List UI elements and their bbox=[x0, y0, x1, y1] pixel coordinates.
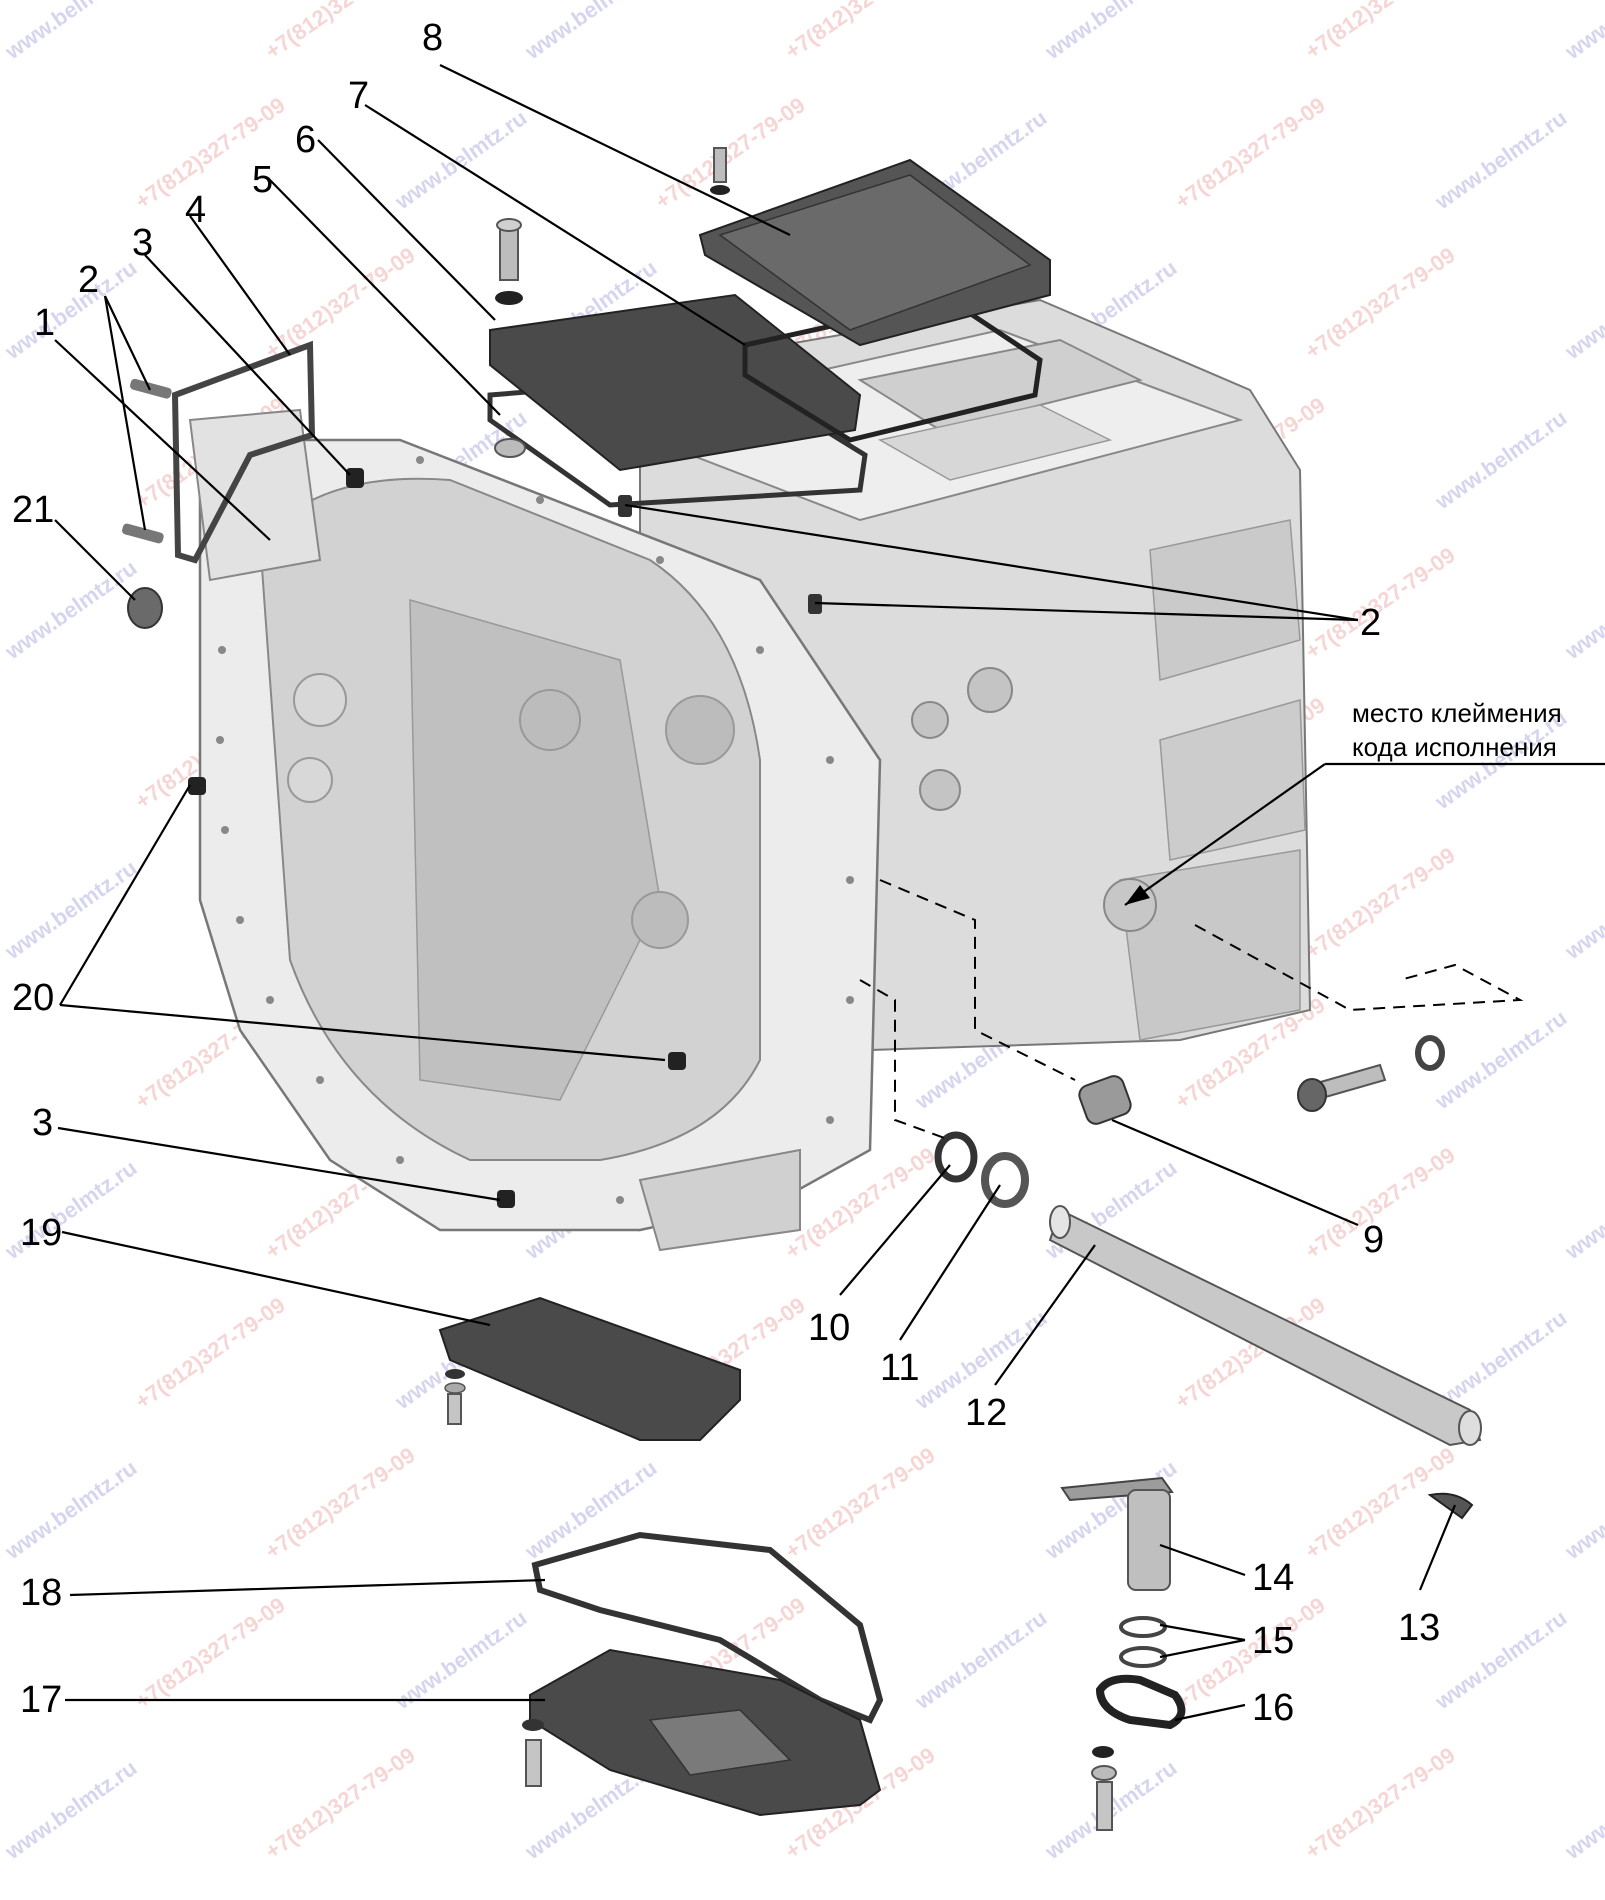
callout-16: 16 bbox=[1252, 1687, 1294, 1729]
watermark-phone: +7(812)327-79-09 bbox=[261, 1442, 420, 1564]
watermark-site: www.belmtz.ru bbox=[0, 0, 141, 65]
callout-labels: 1 2 2 3 3 4 5 6 7 8 9 10 11 12 13 14 15 … bbox=[12, 17, 1440, 1729]
plug-part-9 bbox=[1078, 1075, 1132, 1125]
watermark-site: www.belmtz.ru bbox=[1430, 405, 1572, 515]
gasket-part-16 bbox=[1095, 1674, 1186, 1730]
watermark-site: www.belmtz.ru bbox=[0, 255, 141, 365]
callout-3-top: 3 bbox=[132, 222, 153, 264]
callout-13: 13 bbox=[1398, 1607, 1440, 1649]
washer-part-11 bbox=[981, 1152, 1029, 1208]
gasket-part-4 bbox=[171, 340, 316, 564]
callout-20: 20 bbox=[12, 977, 54, 1019]
watermark-site: www.belmtz.ru bbox=[1430, 1605, 1572, 1715]
watermark-site: www.belmtz.ru bbox=[1560, 1455, 1605, 1565]
note-arrow-head bbox=[1125, 885, 1150, 905]
callout-2-left: 2 bbox=[78, 259, 99, 301]
callout-8: 8 bbox=[422, 17, 443, 59]
watermark-site: www.belmtz.ru bbox=[1560, 255, 1605, 365]
shaft-part-12 bbox=[1048, 1205, 1482, 1447]
callout-18: 18 bbox=[20, 1572, 62, 1614]
watermark-phone: +7(812)327-79-09 bbox=[781, 0, 940, 64]
watermark-phone: +7(812)327-79-09 bbox=[781, 1442, 940, 1564]
watermark-site: www.belmtz.ru bbox=[0, 1455, 141, 1565]
watermark-phone: +7(812)327-79-09 bbox=[1301, 1742, 1460, 1864]
watermark-phone: +7(812)327-79-09 bbox=[1301, 0, 1460, 64]
cover-part-19 bbox=[438, 1296, 741, 1441]
watermark-site: www.belmtz.ru bbox=[1430, 1005, 1572, 1115]
callout-12: 12 bbox=[965, 1392, 1007, 1434]
note-line-2: кода исполнения bbox=[1352, 732, 1557, 762]
bolt-part-17 bbox=[522, 1719, 544, 1787]
watermark-phone: +7(812)327-79-09 bbox=[261, 0, 420, 64]
watermark-phone: +7(812)327-79-09 bbox=[1301, 842, 1460, 964]
callout-7: 7 bbox=[348, 75, 369, 117]
callout-17: 17 bbox=[20, 1679, 62, 1721]
watermark-site: www.belmtz.ru bbox=[1040, 0, 1182, 65]
watermark-site: www.belmtz.ru bbox=[1560, 0, 1605, 65]
watermark-site: www.belmtz.ru bbox=[390, 1605, 532, 1715]
washer-part-10 bbox=[934, 1131, 978, 1183]
bolt-part-19 bbox=[444, 1369, 466, 1425]
watermark-site: www.belmtz.ru bbox=[520, 0, 662, 65]
note-line-1: место клеймения bbox=[1352, 698, 1562, 728]
bolt-part-6 bbox=[499, 227, 519, 281]
callout-21: 21 bbox=[12, 489, 54, 531]
callout-15: 15 bbox=[1252, 1620, 1294, 1662]
callout-6: 6 bbox=[295, 119, 316, 161]
watermark-site: www.belmtz.ru bbox=[1560, 1155, 1605, 1265]
callout-19: 19 bbox=[20, 1212, 62, 1254]
ring-part-15b bbox=[1119, 1646, 1167, 1668]
callout-11: 11 bbox=[880, 1347, 919, 1389]
callout-4: 4 bbox=[185, 189, 206, 231]
callout-9: 9 bbox=[1363, 1219, 1384, 1261]
callout-5: 5 bbox=[252, 159, 273, 201]
watermark-phone: +7(812)327-79-09 bbox=[131, 1292, 290, 1414]
side-bolt bbox=[1297, 1035, 1445, 1112]
watermark-site: www.belmtz.ru bbox=[0, 555, 141, 665]
watermark-site: www.belmtz.ru bbox=[0, 855, 141, 965]
callout-10: 10 bbox=[808, 1307, 850, 1349]
callout-3-bottom: 3 bbox=[32, 1102, 53, 1144]
callout-2-right: 2 bbox=[1360, 602, 1381, 644]
callout-14: 14 bbox=[1252, 1557, 1294, 1599]
watermark-site: www.belmtz.ru bbox=[1560, 855, 1605, 965]
bolt-part-16 bbox=[1091, 1746, 1117, 1831]
watermark-phone: +7(812)327-79-09 bbox=[1171, 1592, 1330, 1714]
ring-part-15a bbox=[1119, 1616, 1167, 1638]
assembly-dashed-lines bbox=[859, 879, 1524, 1141]
bolt-part-8 bbox=[713, 147, 727, 183]
watermark-phone: +7(812)327-79-09 bbox=[1171, 92, 1330, 214]
stamp-location-note: место клеймения кода исполнения bbox=[1352, 698, 1562, 762]
watermark-phone: +7(812)327-79-09 bbox=[651, 92, 810, 214]
watermark-site: www.belmtz.ru bbox=[1560, 1755, 1605, 1865]
watermark-site: www.belmtz.ru bbox=[910, 1605, 1052, 1715]
leader-lines bbox=[54, 64, 1605, 1722]
callout-1: 1 bbox=[34, 302, 55, 344]
watermark-site: www.belmtz.ru bbox=[1560, 555, 1605, 665]
watermark-phone: +7(812)327-79-09 bbox=[1301, 1442, 1460, 1564]
watermark-site: www.belmtz.ru bbox=[1430, 105, 1572, 215]
watermark-phone: +7(812)327-79-09 bbox=[1301, 242, 1460, 364]
lever-part-14 bbox=[1060, 1476, 1174, 1591]
watermark-site: www.belmtz.ru bbox=[0, 1755, 141, 1865]
watermark-site: www.belmtz.ru bbox=[390, 105, 532, 215]
watermark-site: www.belmtz.ru bbox=[1430, 1305, 1572, 1415]
watermark-phone: +7(812)327-79-09 bbox=[261, 1742, 420, 1864]
gasket-part-18 bbox=[531, 1531, 884, 1724]
key-part-13 bbox=[1427, 1492, 1474, 1520]
small-studs bbox=[122, 378, 822, 1208]
watermark-phone: +7(812)327-79-09 bbox=[131, 1592, 290, 1714]
